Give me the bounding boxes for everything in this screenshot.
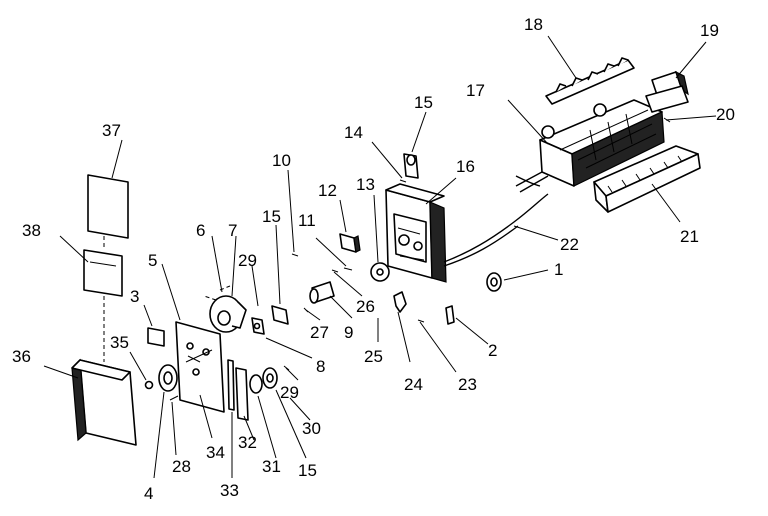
callout-7: 7 — [228, 221, 237, 240]
callout-1: 1 — [554, 260, 563, 279]
callout-15-top: 15 — [414, 93, 433, 112]
callout-30: 30 — [302, 419, 321, 438]
part-35-screw — [144, 380, 154, 390]
part-36-cover-box — [71, 358, 137, 446]
callout-17: 17 — [466, 81, 485, 100]
callout-20: 20 — [716, 105, 735, 124]
callout-37: 37 — [102, 121, 121, 140]
part-9-cylinder — [309, 281, 335, 304]
part-15-switch-middle — [271, 305, 289, 325]
part-15-switch-lower — [262, 367, 278, 389]
callout-4: 4 — [144, 484, 153, 503]
part-13-wheel — [370, 262, 390, 282]
callout-10: 10 — [272, 151, 291, 170]
part-6-7-motor — [209, 295, 247, 333]
callout-19: 19 — [700, 21, 719, 40]
callout-31: 31 — [262, 457, 281, 476]
callout-21: 21 — [680, 227, 699, 246]
part-22-wire-harness — [443, 175, 549, 267]
callout-33: 33 — [220, 481, 239, 500]
part-17-ice-mold — [515, 99, 665, 193]
callout-15-lower: 15 — [298, 461, 317, 480]
callout-29-lower: 29 — [280, 383, 299, 402]
part-19-end-cap — [645, 70, 689, 113]
callout-12: 12 — [318, 181, 337, 200]
part-8-bracket — [251, 317, 265, 335]
callout-35: 35 — [110, 333, 129, 352]
callout-27: 27 — [310, 323, 329, 342]
callout-32: 32 — [238, 433, 257, 452]
part-12-thermostat — [339, 233, 361, 253]
part-24-clip — [393, 291, 407, 313]
callout-6: 6 — [196, 221, 205, 240]
callout-29-upper: 29 — [238, 251, 257, 270]
callout-28: 28 — [172, 457, 191, 476]
callout-25: 25 — [364, 347, 383, 366]
part-21-bin — [593, 145, 701, 213]
callout-23: 23 — [458, 375, 477, 394]
callout-labels: 1 2 3 4 5 6 7 8 9 10 11 12 13 14 15 15 1… — [12, 15, 735, 503]
callout-26: 26 — [356, 297, 375, 316]
callout-9: 9 — [344, 323, 353, 342]
part-33-slim-bracket — [227, 359, 235, 411]
callout-8: 8 — [316, 357, 325, 376]
callout-3: 3 — [130, 287, 139, 306]
part-1-cap — [486, 272, 502, 292]
part-37-label-sheet — [87, 174, 129, 239]
callout-2: 2 — [488, 341, 497, 360]
callout-11: 11 — [298, 211, 316, 230]
callout-38: 38 — [22, 221, 41, 240]
callout-15-middle: 15 — [262, 207, 281, 226]
callout-13: 13 — [356, 175, 375, 194]
part-3-insulator — [147, 327, 165, 347]
part-2-pin — [445, 305, 455, 325]
callout-14: 14 — [344, 123, 363, 142]
part-38-panel — [83, 249, 123, 297]
callout-22: 22 — [560, 235, 579, 254]
callout-5: 5 — [148, 251, 157, 270]
part-4-gear — [158, 364, 178, 392]
callout-16: 16 — [456, 157, 475, 176]
part-5-mounting-plate — [175, 321, 225, 413]
callout-36: 36 — [12, 347, 31, 366]
part-15-switch-top — [403, 153, 419, 179]
part-18-ejector — [545, 57, 635, 105]
callout-24: 24 — [404, 375, 423, 394]
part-31-cam — [249, 374, 263, 394]
callout-34: 34 — [206, 443, 225, 462]
part-16-control-housing — [385, 183, 447, 283]
callout-18: 18 — [524, 15, 543, 34]
part-32-spacer — [235, 367, 249, 421]
